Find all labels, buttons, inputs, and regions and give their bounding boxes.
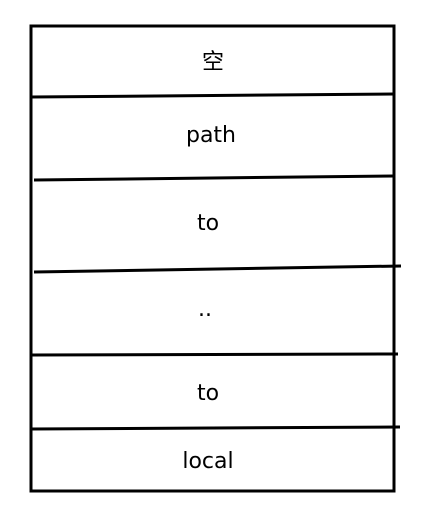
divider-2 (33, 174, 395, 182)
divider-3 (33, 264, 402, 274)
divider-5 (30, 425, 401, 431)
divider-4 (30, 352, 399, 357)
cell-label-to-lower: to (197, 381, 219, 406)
cell-label-empty: 空 (202, 50, 224, 75)
cell-label-parent-dir: .. (198, 297, 212, 322)
stack-outline (29, 24, 396, 493)
divider-1 (30, 92, 395, 99)
cell-label-to-upper: to (197, 211, 219, 236)
cell-label-local: local (182, 449, 233, 474)
cell-label-path: path (186, 123, 236, 148)
